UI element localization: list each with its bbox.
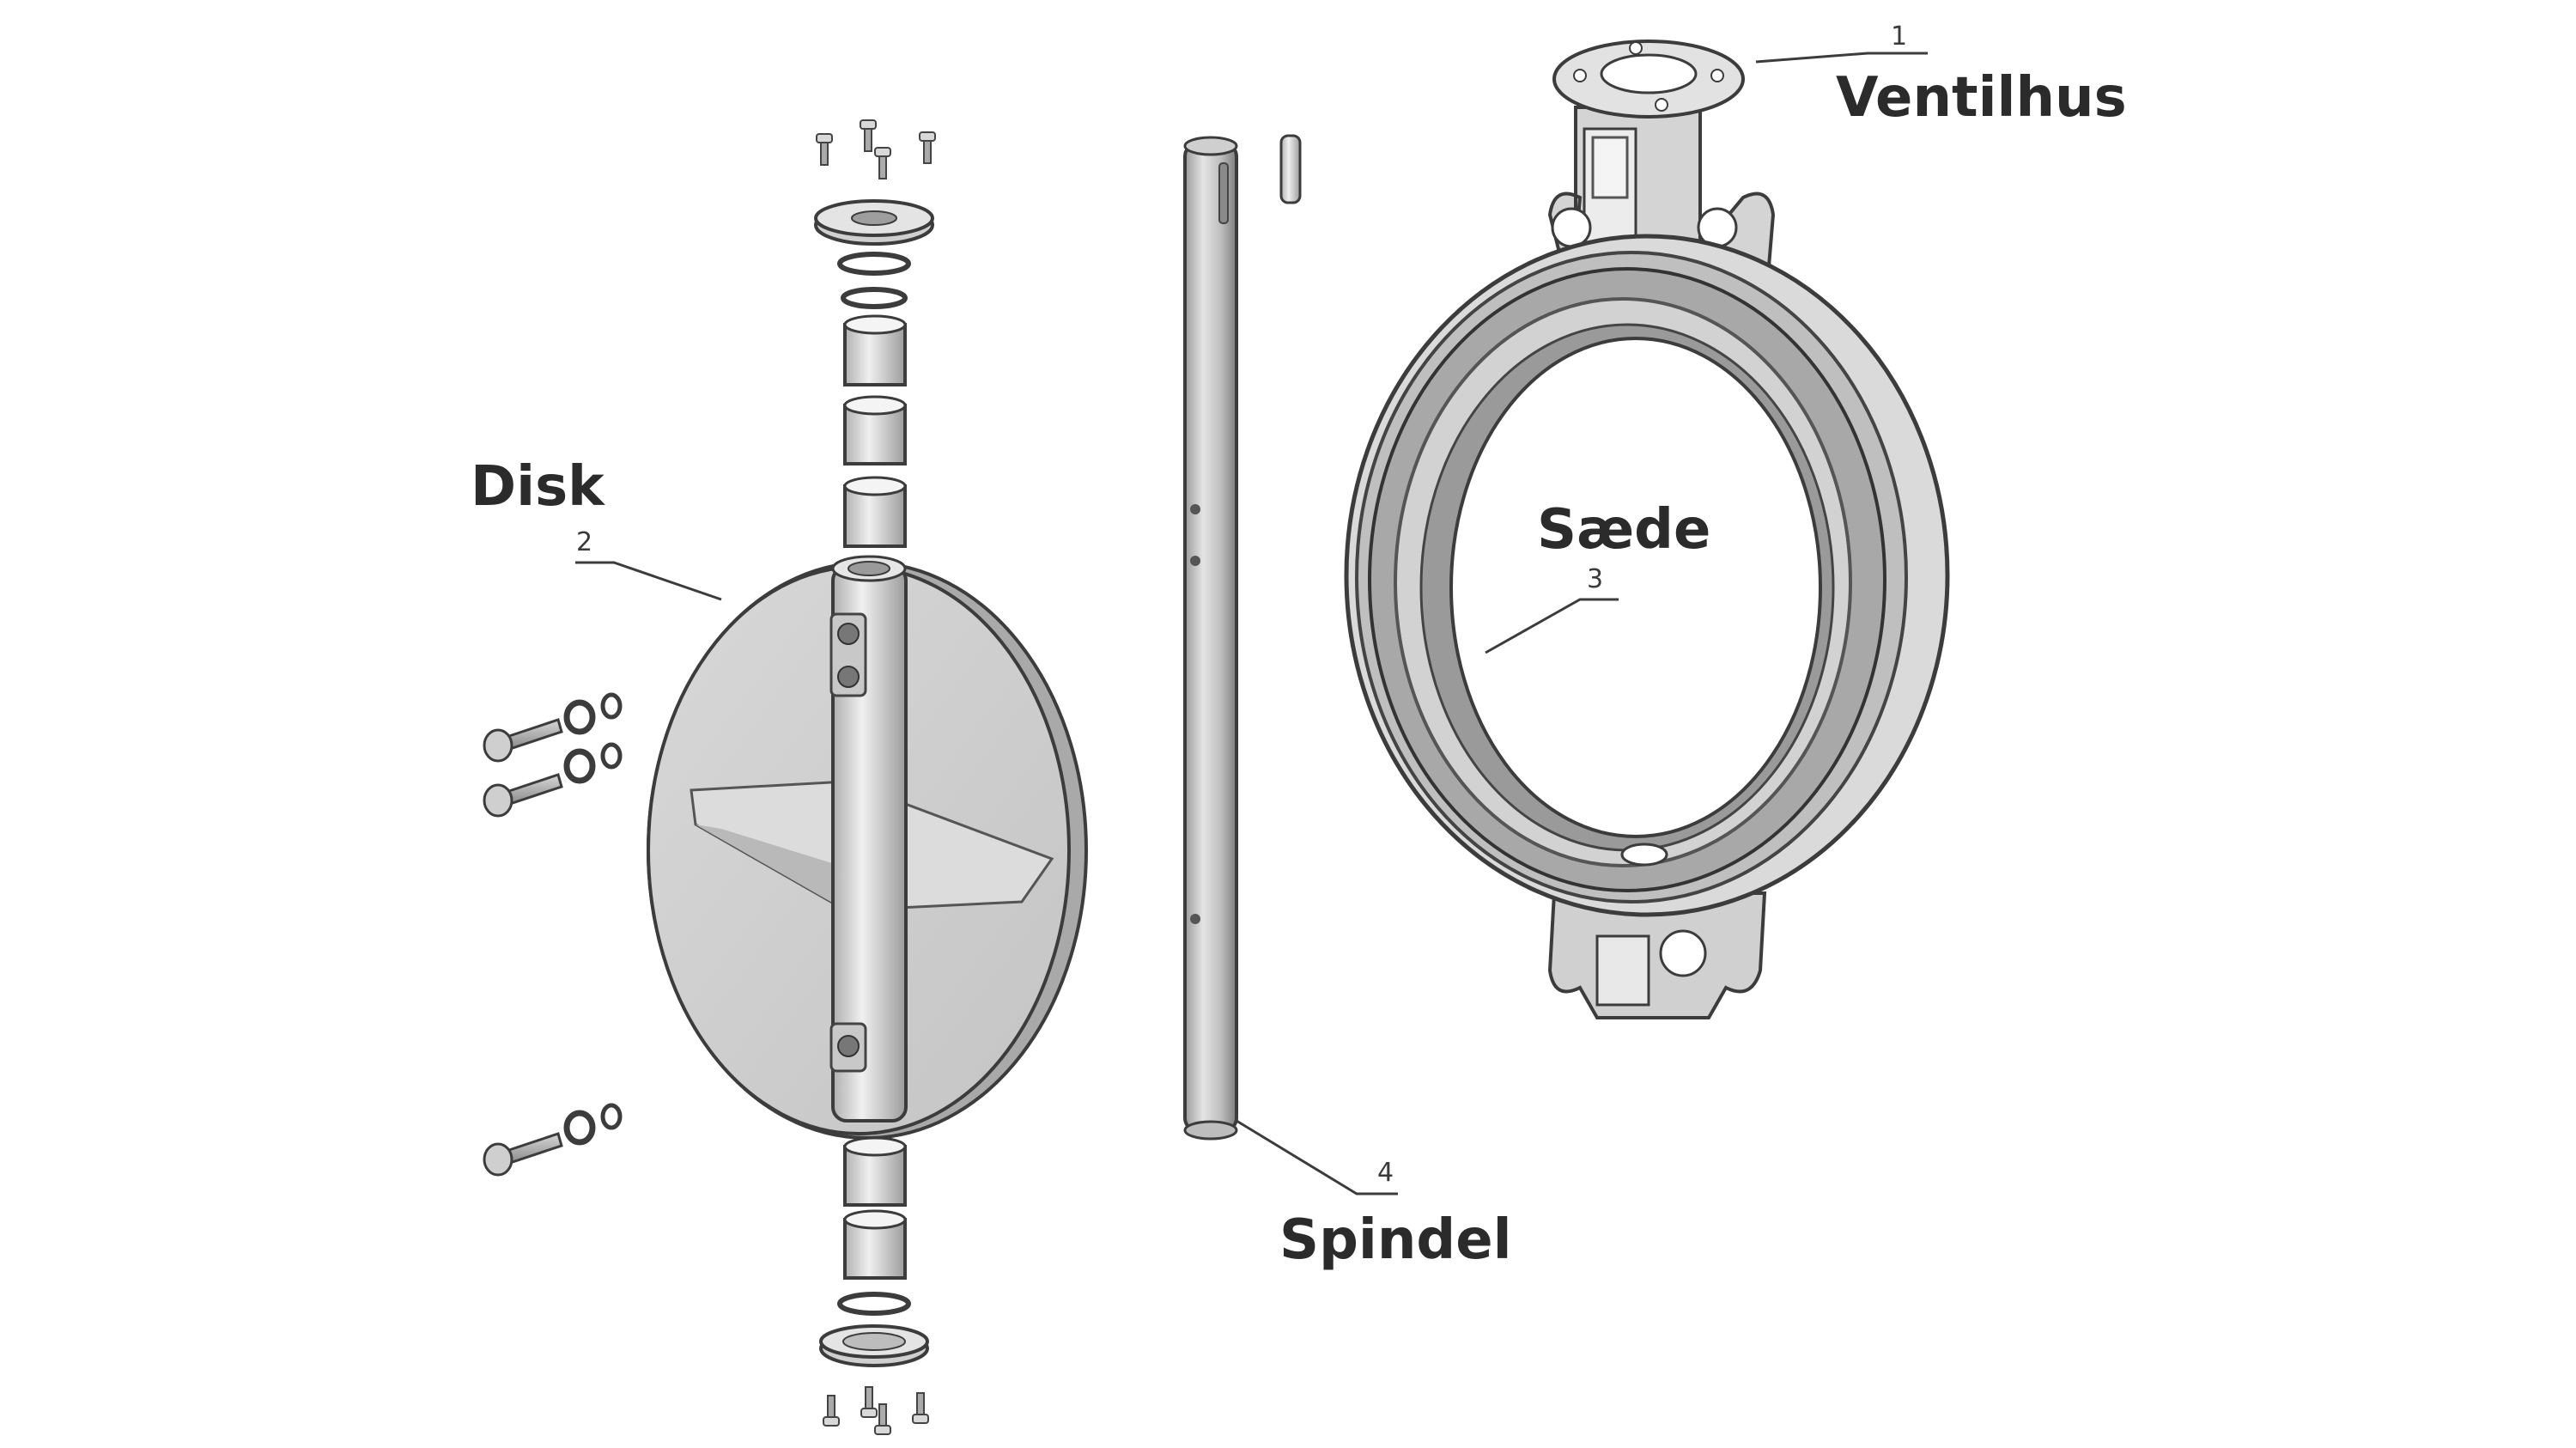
washer [563, 748, 596, 784]
lower-stack [819, 1136, 929, 1435]
o-ring [837, 252, 911, 276]
stem-bottom-end [1183, 1120, 1238, 1141]
part-label-ventilhus: Ventilhus [1836, 66, 2127, 130]
body-lug-hole-left [1551, 207, 1592, 248]
leader-line-1 [1755, 52, 1928, 64]
cap-screw [912, 1392, 929, 1424]
part-label-disk: Disk [471, 455, 605, 519]
top-cover-plate [814, 199, 934, 246]
key [1279, 134, 1302, 204]
stem-shaft [1183, 143, 1238, 1132]
lock-washer [600, 692, 623, 720]
upper-stack [814, 119, 936, 548]
body-logo-plate [1591, 136, 1629, 199]
body-bottom-face [1595, 934, 1650, 1007]
stem-pin-hole [1190, 556, 1200, 566]
bottom-cover-plate [819, 1324, 929, 1367]
cap-screw [860, 1386, 878, 1418]
stem-keyway [1218, 162, 1229, 224]
part-number-2: 2 [576, 527, 593, 557]
hex-bolt [483, 742, 623, 818]
disc-pin-hole [837, 666, 860, 688]
flange-hole [1629, 41, 1643, 55]
washer [563, 699, 596, 735]
body-bottom-lug-hole [1659, 929, 1707, 977]
hex-bolt [483, 1103, 623, 1177]
cap-screws-bottom [823, 1386, 929, 1435]
lock-washer [600, 742, 623, 770]
body-top-flange-bore [1600, 53, 1698, 94]
lock-washer [600, 1103, 623, 1130]
cap-screw [874, 147, 891, 179]
cap-screw [816, 133, 833, 166]
stem-pin-hole [1190, 914, 1200, 924]
washer [563, 1110, 596, 1146]
cap-screw [823, 1395, 840, 1427]
hex-bolt [483, 692, 623, 763]
cap-screws-top [816, 119, 936, 179]
part-number-1: 1 [1891, 21, 1908, 52]
cap-screw [860, 119, 877, 152]
flange-hole [1573, 69, 1587, 82]
key-body [1279, 134, 1302, 204]
disc-hub-bore [848, 561, 890, 576]
cap-screw [874, 1403, 891, 1435]
stem [1183, 136, 1238, 1141]
leader-line-3 [1485, 598, 1619, 654]
o-ring [837, 1292, 911, 1316]
cap-screw [919, 131, 936, 164]
bushing [843, 314, 907, 386]
o-ring [841, 287, 908, 309]
disc [647, 555, 1088, 1140]
seat-stem-hole [1620, 843, 1668, 867]
seat-bore [1449, 337, 1822, 838]
leader-line-4 [1236, 1119, 1398, 1196]
part-number-3: 3 [1587, 564, 1604, 594]
flange-hole [1655, 98, 1668, 112]
disc-pin-hole [837, 623, 860, 645]
part-label-spindel: Spindel [1279, 1208, 1512, 1272]
side-bolts [483, 692, 623, 1177]
stem-pin-hole [1190, 504, 1200, 514]
flange-hole [1710, 69, 1724, 82]
seat [1368, 267, 1886, 892]
bushing [843, 476, 907, 548]
part-number-4: 4 [1377, 1158, 1394, 1188]
disc-rib-shade [696, 824, 846, 910]
bushing [843, 1136, 907, 1207]
stem-top-end [1183, 136, 1238, 156]
part-label-saede: Sæde [1537, 498, 1711, 562]
leader-line-2 [575, 561, 722, 601]
leader-lines [575, 52, 1928, 1196]
bushing [843, 395, 907, 465]
disc-pin-hole [837, 1035, 860, 1057]
bushing [843, 1209, 907, 1280]
